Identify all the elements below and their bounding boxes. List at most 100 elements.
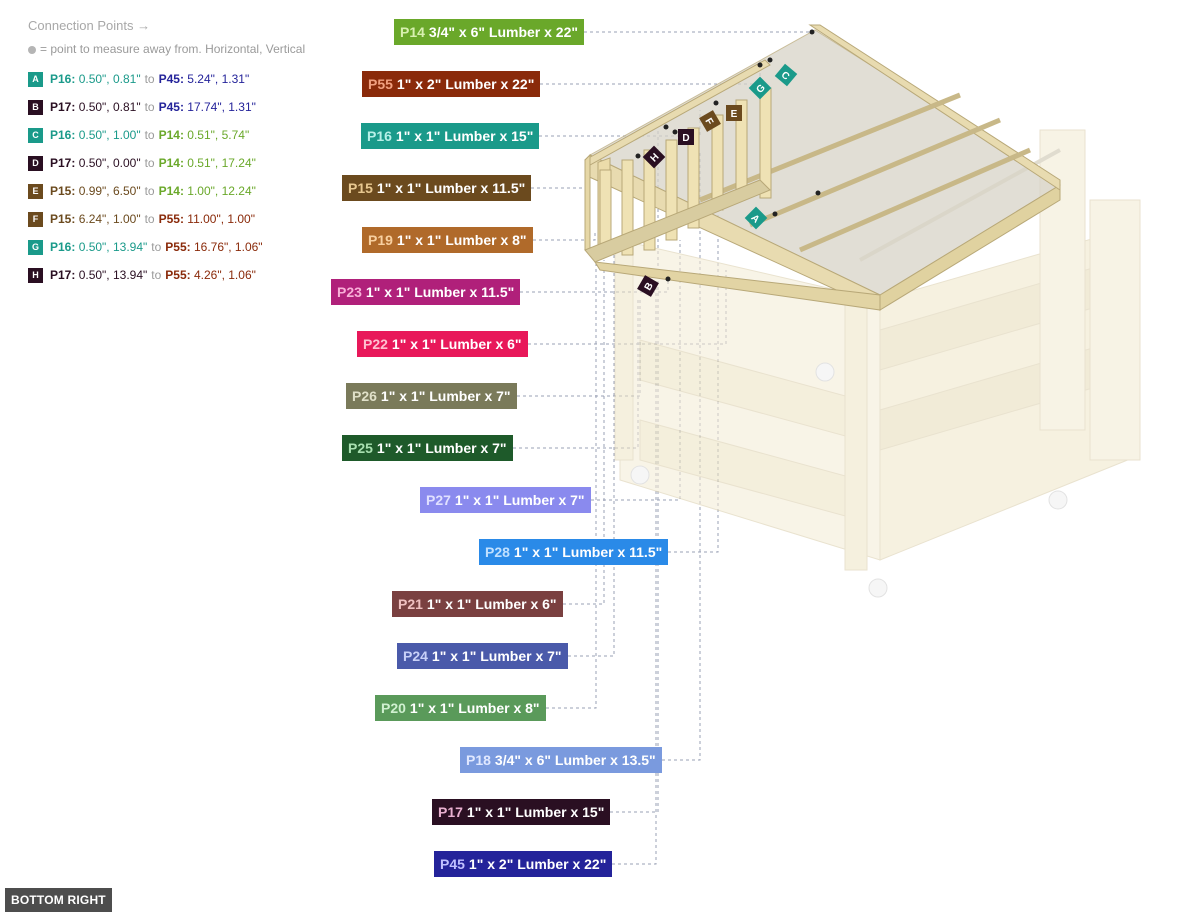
to-coords: 16.76", 1.06"	[190, 240, 263, 254]
from-part-id: P15:	[50, 212, 76, 226]
leader-line	[533, 230, 596, 241]
to-word: to	[144, 128, 155, 142]
to-part-id: P14:	[158, 184, 184, 198]
part-id: P24	[403, 648, 428, 664]
from-coords: 0.50", 13.94"	[75, 240, 148, 254]
part-description: 1" x 1" Lumber x 7"	[431, 648, 562, 664]
to-word: to	[144, 184, 155, 198]
part-description: 1" x 1" Lumber x 8"	[409, 700, 540, 716]
to-part-id: P45:	[158, 72, 184, 86]
part-id: P14	[400, 24, 425, 40]
leader-line	[546, 250, 597, 709]
part-description: 1" x 1" Lumber x 7"	[454, 492, 585, 508]
from-part-id: P17:	[50, 100, 76, 114]
part-description: 1" x 1" Lumber x 6"	[426, 596, 557, 612]
marker-letter: B	[643, 281, 656, 293]
connection-letter-badge: H	[28, 267, 43, 283]
marker-letter: E	[731, 109, 738, 120]
part-id: P15	[348, 180, 373, 196]
view-bottom-right-button[interactable]: BOTTOM RIGHT	[5, 888, 112, 912]
connection-letter-badge: F	[28, 211, 43, 227]
part-description: 1" x 1" Lumber x 11.5"	[365, 284, 515, 300]
to-word: to	[151, 240, 162, 254]
to-coords: 1.00", 12.24"	[183, 184, 256, 198]
to-coords: 0.51", 17.24"	[183, 156, 256, 170]
from-coords: 0.50", 0.81"	[75, 72, 141, 86]
part-description: 3/4" x 6" Lumber x 13.5"	[494, 752, 656, 768]
part-description: 3/4" x 6" Lumber x 22"	[428, 24, 579, 40]
to-part-id: P45:	[158, 100, 184, 114]
to-coords: 4.26", 1.06"	[190, 268, 256, 282]
part-id: P26	[352, 388, 377, 404]
part-description: 1" x 2" Lumber x 22"	[468, 856, 607, 872]
marker-letter: D	[682, 133, 689, 144]
part-description: 1" x 1" Lumber x 8"	[396, 232, 527, 248]
from-coords: 0.50", 0.00"	[75, 156, 141, 170]
part-description: 1" x 1" Lumber x 7"	[380, 388, 511, 404]
part-description: 1" x 1" Lumber x 11.5"	[376, 180, 526, 196]
part-description: 1" x 1" Lumber x 11.5"	[513, 544, 663, 560]
to-word: to	[144, 100, 155, 114]
leader-line	[563, 260, 605, 605]
to-word: to	[144, 212, 155, 226]
connection-letter-badge: E	[28, 183, 43, 199]
marker-letter: F	[702, 116, 715, 127]
legend-note-text: = point to measure away from. Horizontal…	[40, 42, 306, 56]
part-id: P21	[398, 596, 423, 612]
to-word: to	[151, 268, 162, 282]
marker-f: F	[699, 110, 721, 132]
to-part-id: P55:	[165, 268, 191, 282]
marker-d: D	[678, 129, 694, 145]
leader-line	[531, 175, 591, 189]
to-part-id: P55:	[158, 212, 184, 226]
from-coords: 0.50", 13.94"	[75, 268, 148, 282]
leader-line	[668, 190, 719, 553]
to-coords: 5.24", 1.31"	[183, 72, 250, 86]
from-part-id: P15:	[50, 184, 76, 198]
part-id: P28	[485, 544, 510, 560]
from-part-id: P16:	[50, 240, 76, 254]
part-id: P18	[466, 752, 491, 768]
from-part-id: P16:	[50, 128, 76, 142]
from-part-id: P17:	[50, 156, 76, 170]
part-description: 1" x 1" Lumber x 6"	[391, 336, 522, 352]
legend-title[interactable]: Connection Points →	[28, 18, 151, 33]
legend-note: = point to measure away from. Horizontal…	[28, 39, 358, 59]
to-word: to	[144, 156, 155, 170]
connection-letter-badge: A	[28, 71, 43, 87]
from-coords: 0.50", 0.81"	[75, 100, 141, 114]
part-description: 1" x 2" Lumber x 22"	[396, 76, 535, 92]
connection-letter-badge: G	[28, 239, 43, 255]
connection-letter-badge: D	[28, 155, 43, 171]
part-description: 1" x 1" Lumber x 15"	[466, 804, 605, 820]
part-id: P19	[368, 232, 393, 248]
to-part-id: P14:	[158, 156, 184, 170]
